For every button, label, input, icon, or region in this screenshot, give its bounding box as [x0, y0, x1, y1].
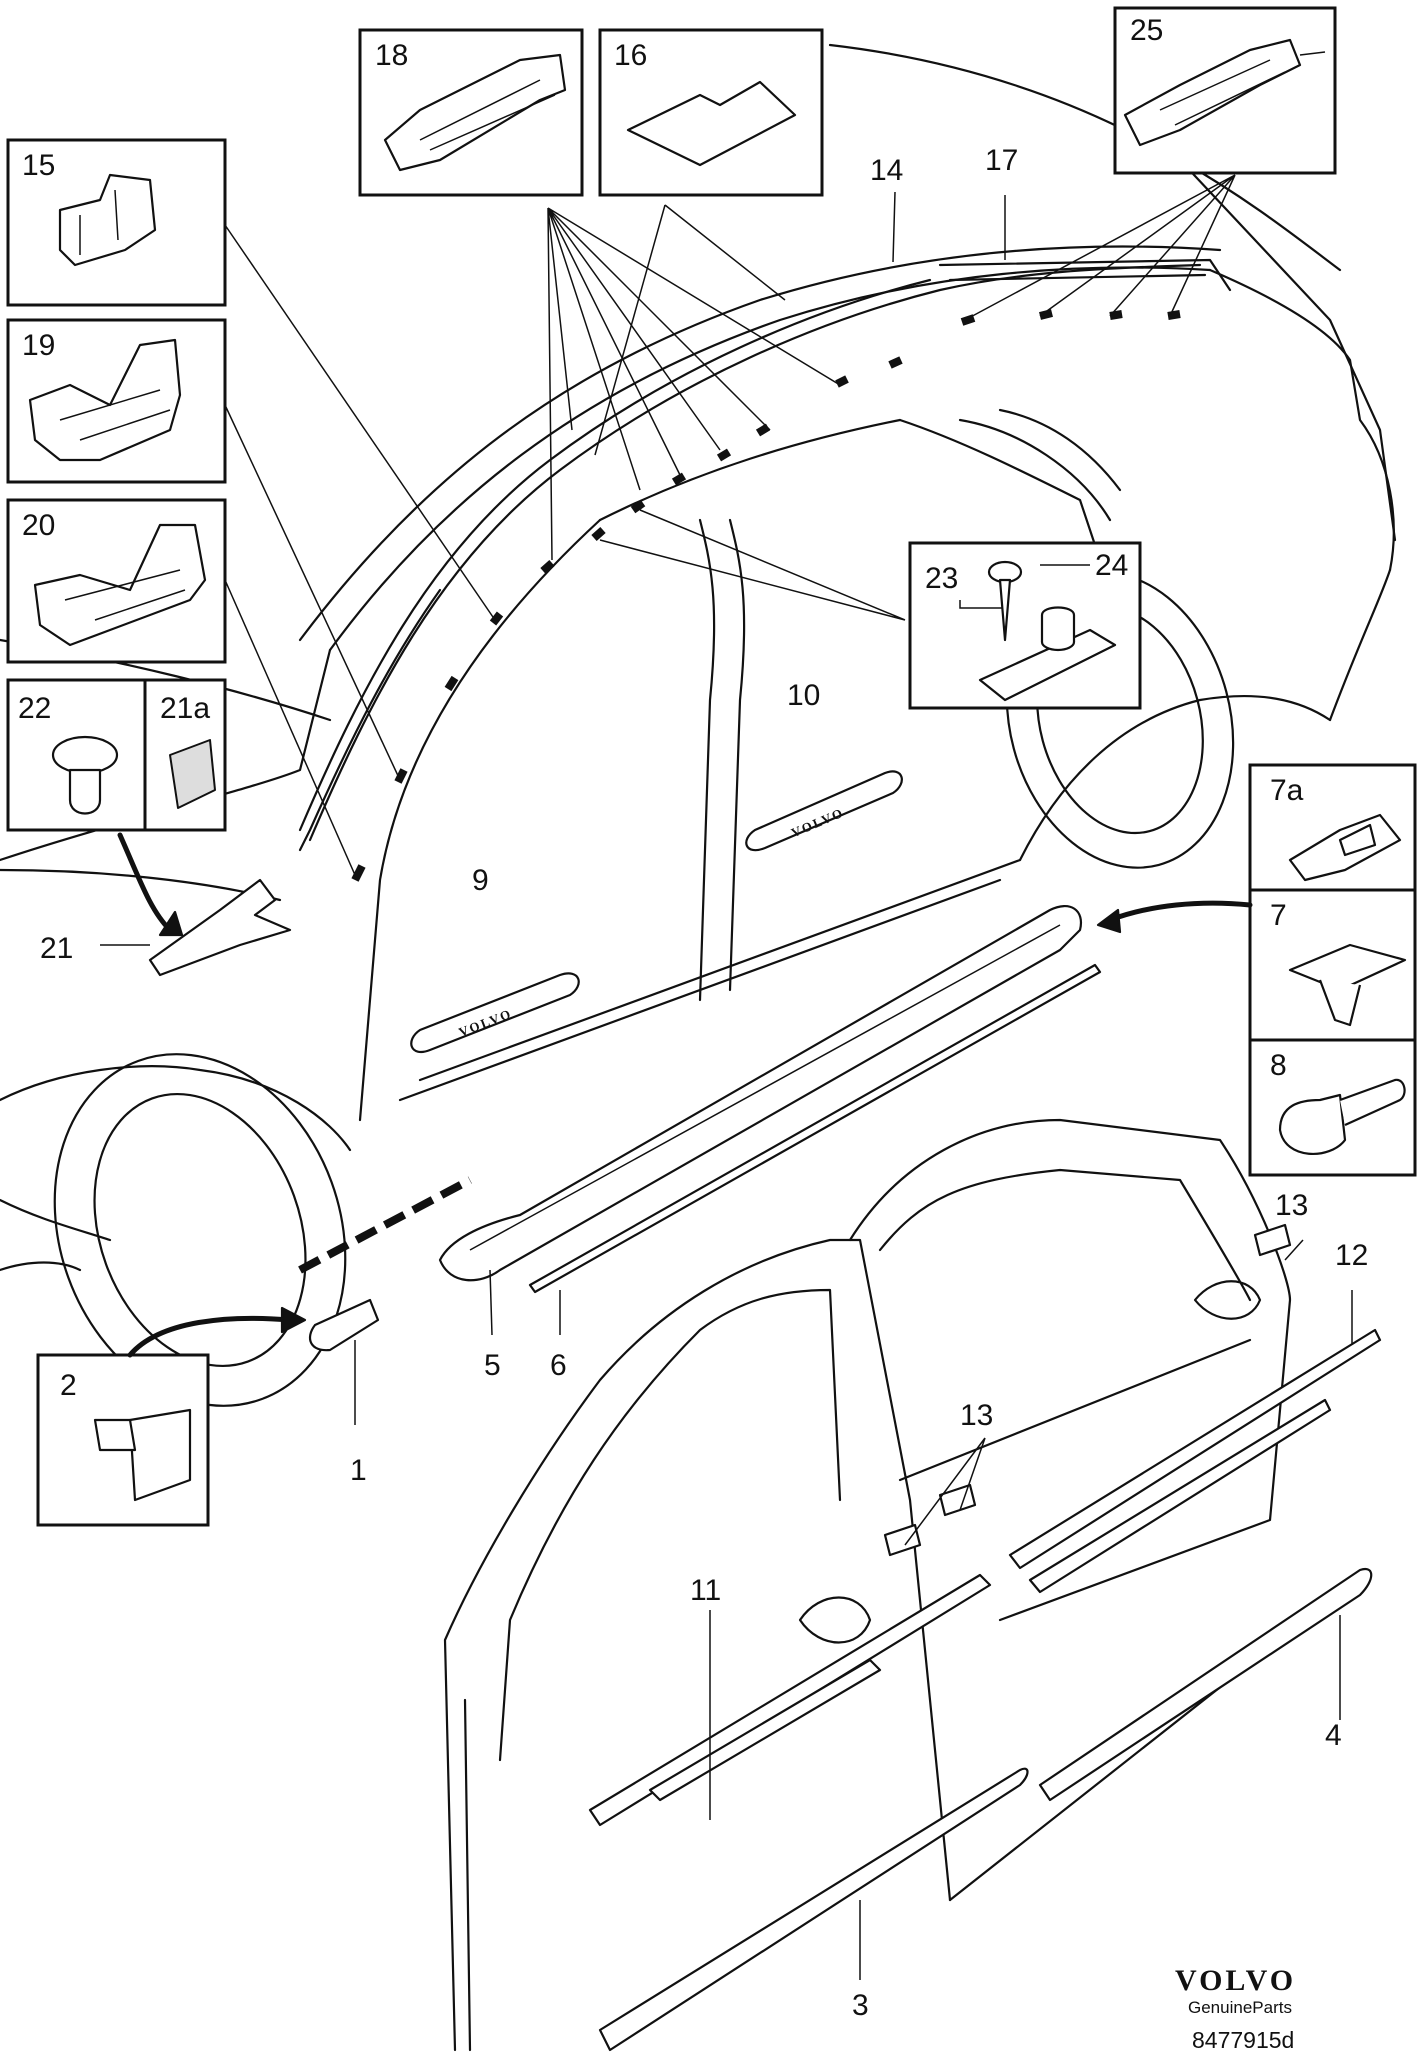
footer-subtitle: GenuineParts: [1188, 1998, 1292, 2017]
label-20: 20: [22, 509, 55, 542]
footer-code: 8477915d: [1192, 2027, 1294, 2053]
part-21-shape: [148, 878, 292, 977]
moulding-4: [1038, 1567, 1373, 1802]
label-12: 12: [1335, 1239, 1368, 1272]
box-2: 2: [36, 1353, 210, 1527]
box-15: 15: [6, 138, 227, 307]
label-22: 22: [18, 692, 51, 725]
label-23: 23: [925, 562, 958, 595]
box-16: 16: [598, 28, 824, 197]
box-18: 18: [358, 28, 584, 197]
moulding-3: [598, 1767, 1029, 2052]
leader-lines: [100, 174, 1353, 1980]
label-10: 10: [787, 679, 820, 712]
emblem-9: VOLVO: [410, 972, 580, 1053]
footer-brand: VOLVO: [1175, 1964, 1296, 1997]
moulding-12b: [1028, 1398, 1332, 1594]
moulding-11: [588, 1573, 992, 1827]
label-25: 25: [1130, 14, 1163, 47]
label-4: 4: [1325, 1719, 1342, 1752]
arrows: [117, 832, 1253, 1358]
box-25: 25: [1113, 6, 1337, 175]
label-5: 5: [484, 1349, 501, 1382]
box-8: 8: [1248, 1038, 1417, 1177]
label-13-rear: 13: [1275, 1189, 1308, 1222]
box-19: 19: [6, 318, 227, 484]
label-15: 15: [22, 149, 55, 182]
box-22-21a: 22 21a: [6, 678, 227, 832]
emblem-10: VOLVO: [745, 770, 903, 852]
label-14: 14: [870, 154, 903, 187]
label-19: 19: [22, 329, 55, 362]
label-7: 7: [1270, 899, 1287, 932]
label-21: 21: [40, 932, 73, 965]
label-18: 18: [375, 39, 408, 72]
front-rail: [298, 588, 442, 852]
part-1-shape: [308, 1298, 380, 1352]
label-3: 3: [852, 1989, 869, 2022]
sill-strip-6: [528, 963, 1102, 1294]
moulding-11b: [648, 1658, 882, 1802]
clip-13a: [938, 1483, 977, 1517]
label-2: 2: [60, 1369, 77, 1402]
roof-clips: [351, 309, 1181, 882]
label-11: 11: [690, 1574, 721, 1607]
moulding-12: [1008, 1328, 1382, 1570]
label-17: 17: [985, 144, 1018, 177]
roof-moulding-14: [298, 258, 1232, 842]
box-20: 20: [6, 498, 227, 664]
label-6: 6: [550, 1349, 567, 1382]
sill-clips: [298, 1176, 472, 1274]
doors: [443, 1118, 1292, 2052]
label-16: 16: [614, 39, 647, 72]
label-8: 8: [1270, 1049, 1287, 1082]
label-21a: 21a: [160, 692, 210, 725]
label-24: 24: [1095, 549, 1128, 582]
label-7a: 7a: [1270, 774, 1304, 807]
sill-moulding-5: [438, 904, 1083, 1282]
box-23-24: 23 24: [908, 541, 1142, 710]
clip-13c: [1253, 1223, 1292, 1257]
label-1: 1: [350, 1454, 367, 1487]
label-13-mid: 13: [960, 1399, 993, 1432]
clip-13b: [883, 1523, 922, 1557]
label-9: 9: [472, 864, 489, 897]
box-7: 7: [1248, 888, 1417, 1042]
box-7a: 7a: [1248, 763, 1417, 892]
